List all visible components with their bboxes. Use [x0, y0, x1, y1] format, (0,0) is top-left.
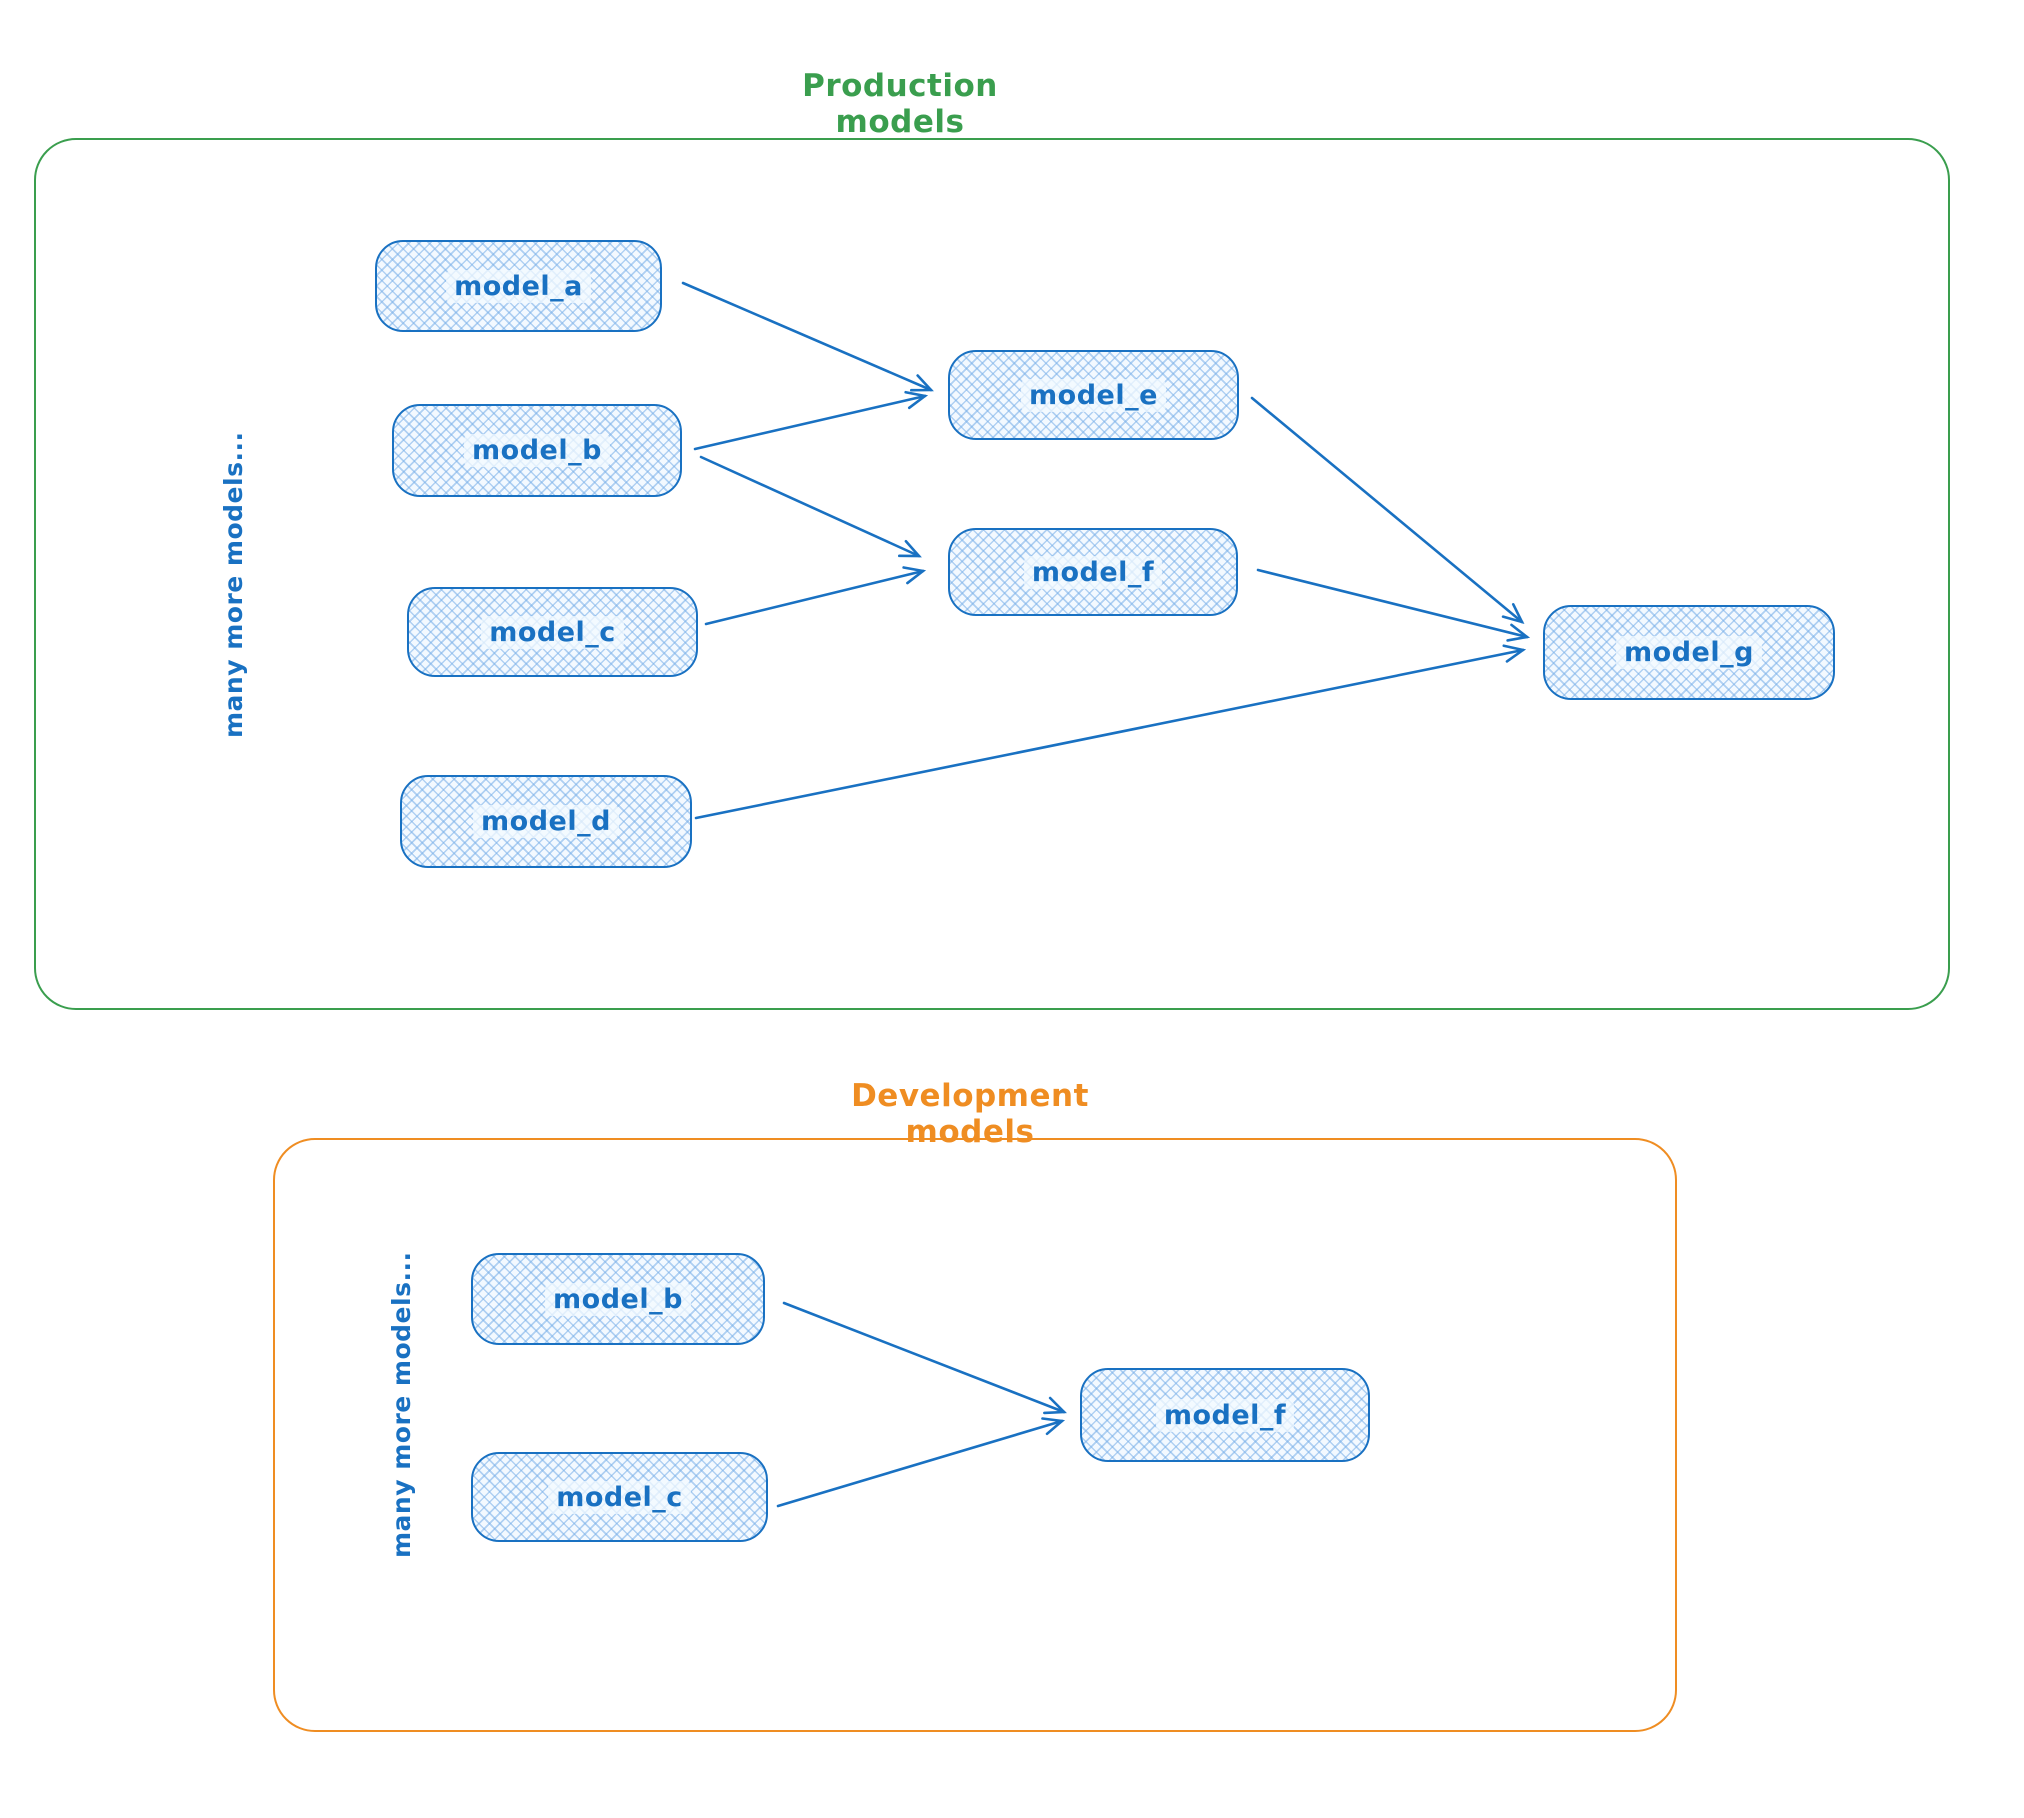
production-container: [34, 138, 1950, 1010]
node-label-dev-model_b: model_b: [545, 1282, 691, 1316]
production-side-label: many more models...: [219, 431, 248, 738]
node-label-model_b: model_b: [464, 434, 610, 467]
node-label-model_c: model_c: [481, 615, 624, 649]
node-label-model_g: model_g: [1616, 636, 1762, 669]
production-title: Production models: [802, 68, 998, 140]
node-label-dev-model_c: model_c: [548, 1480, 691, 1514]
development-side-label: many more models...: [387, 1251, 416, 1558]
node-development-model_f: model_f: [1080, 1368, 1370, 1462]
node-development-model_c: model_c: [471, 1452, 768, 1542]
node-production-model_e: model_e: [948, 350, 1239, 440]
node-label-model_e: model_e: [1021, 378, 1166, 412]
node-production-model_a: model_a: [375, 240, 662, 332]
node-label-model_d: model_d: [473, 805, 619, 838]
node-production-model_b: model_b: [392, 404, 682, 497]
development-container: [273, 1138, 1677, 1732]
node-production-model_f: model_f: [948, 528, 1238, 616]
node-development-model_b: model_b: [471, 1253, 765, 1345]
node-production-model_c: model_c: [407, 587, 698, 677]
node-production-model_g: model_g: [1543, 605, 1835, 700]
node-label-dev-model_f: model_f: [1155, 1398, 1295, 1432]
node-production-model_d: model_d: [400, 775, 692, 868]
development-title: Development models: [851, 1078, 1089, 1150]
node-label-model_f: model_f: [1023, 555, 1163, 589]
node-label-model_a: model_a: [446, 269, 591, 303]
